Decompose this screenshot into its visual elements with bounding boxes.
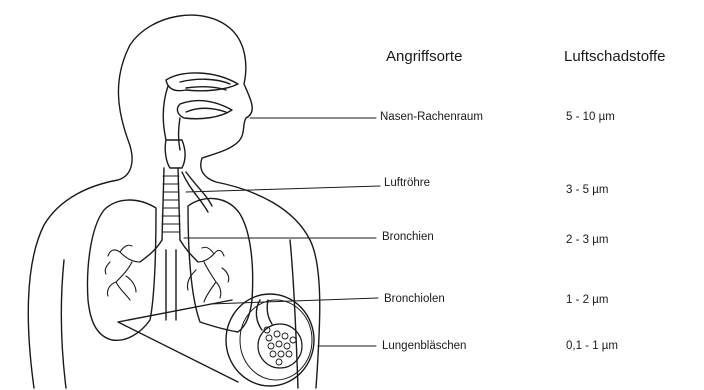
pollutants-header: Luftschadstoffe <box>564 48 665 65</box>
alveoli-texture <box>264 327 296 365</box>
right-lung <box>188 198 253 332</box>
alveoli-cluster <box>258 324 302 368</box>
site-label: Bronchien <box>382 231 434 243</box>
site-label: Nasen-Rachenraum <box>380 111 483 123</box>
sites-header: Angriffsorte <box>386 48 462 65</box>
oral-cavity <box>177 101 232 119</box>
left-bronchial-tree <box>105 245 140 300</box>
site-label: Bronchiolen <box>384 293 445 305</box>
body-outline <box>28 15 319 388</box>
magnifier-cone <box>118 300 238 382</box>
left-arm-line <box>61 260 66 388</box>
site-label: Lungenbläschen <box>382 340 466 352</box>
right-arm-line <box>290 240 298 388</box>
particle-size: 3 - 5 µm <box>566 184 608 196</box>
particle-size: 1 - 2 µm <box>566 294 608 306</box>
tongue <box>186 108 226 112</box>
larynx <box>165 140 185 168</box>
site-label: Luftröhre <box>384 177 430 189</box>
leader-line-luftroehre <box>186 186 380 192</box>
nasal-turbinates <box>180 79 230 90</box>
particle-size: 2 - 3 µm <box>566 234 608 246</box>
left-lung <box>88 200 156 340</box>
central-airway <box>166 250 176 320</box>
trachea <box>162 168 180 240</box>
particle-size: 5 - 10 µm <box>566 111 615 123</box>
nasal-cavity <box>166 73 238 91</box>
trachea-rings <box>162 176 180 232</box>
particle-size: 0,1 - 1 µm <box>566 340 618 352</box>
